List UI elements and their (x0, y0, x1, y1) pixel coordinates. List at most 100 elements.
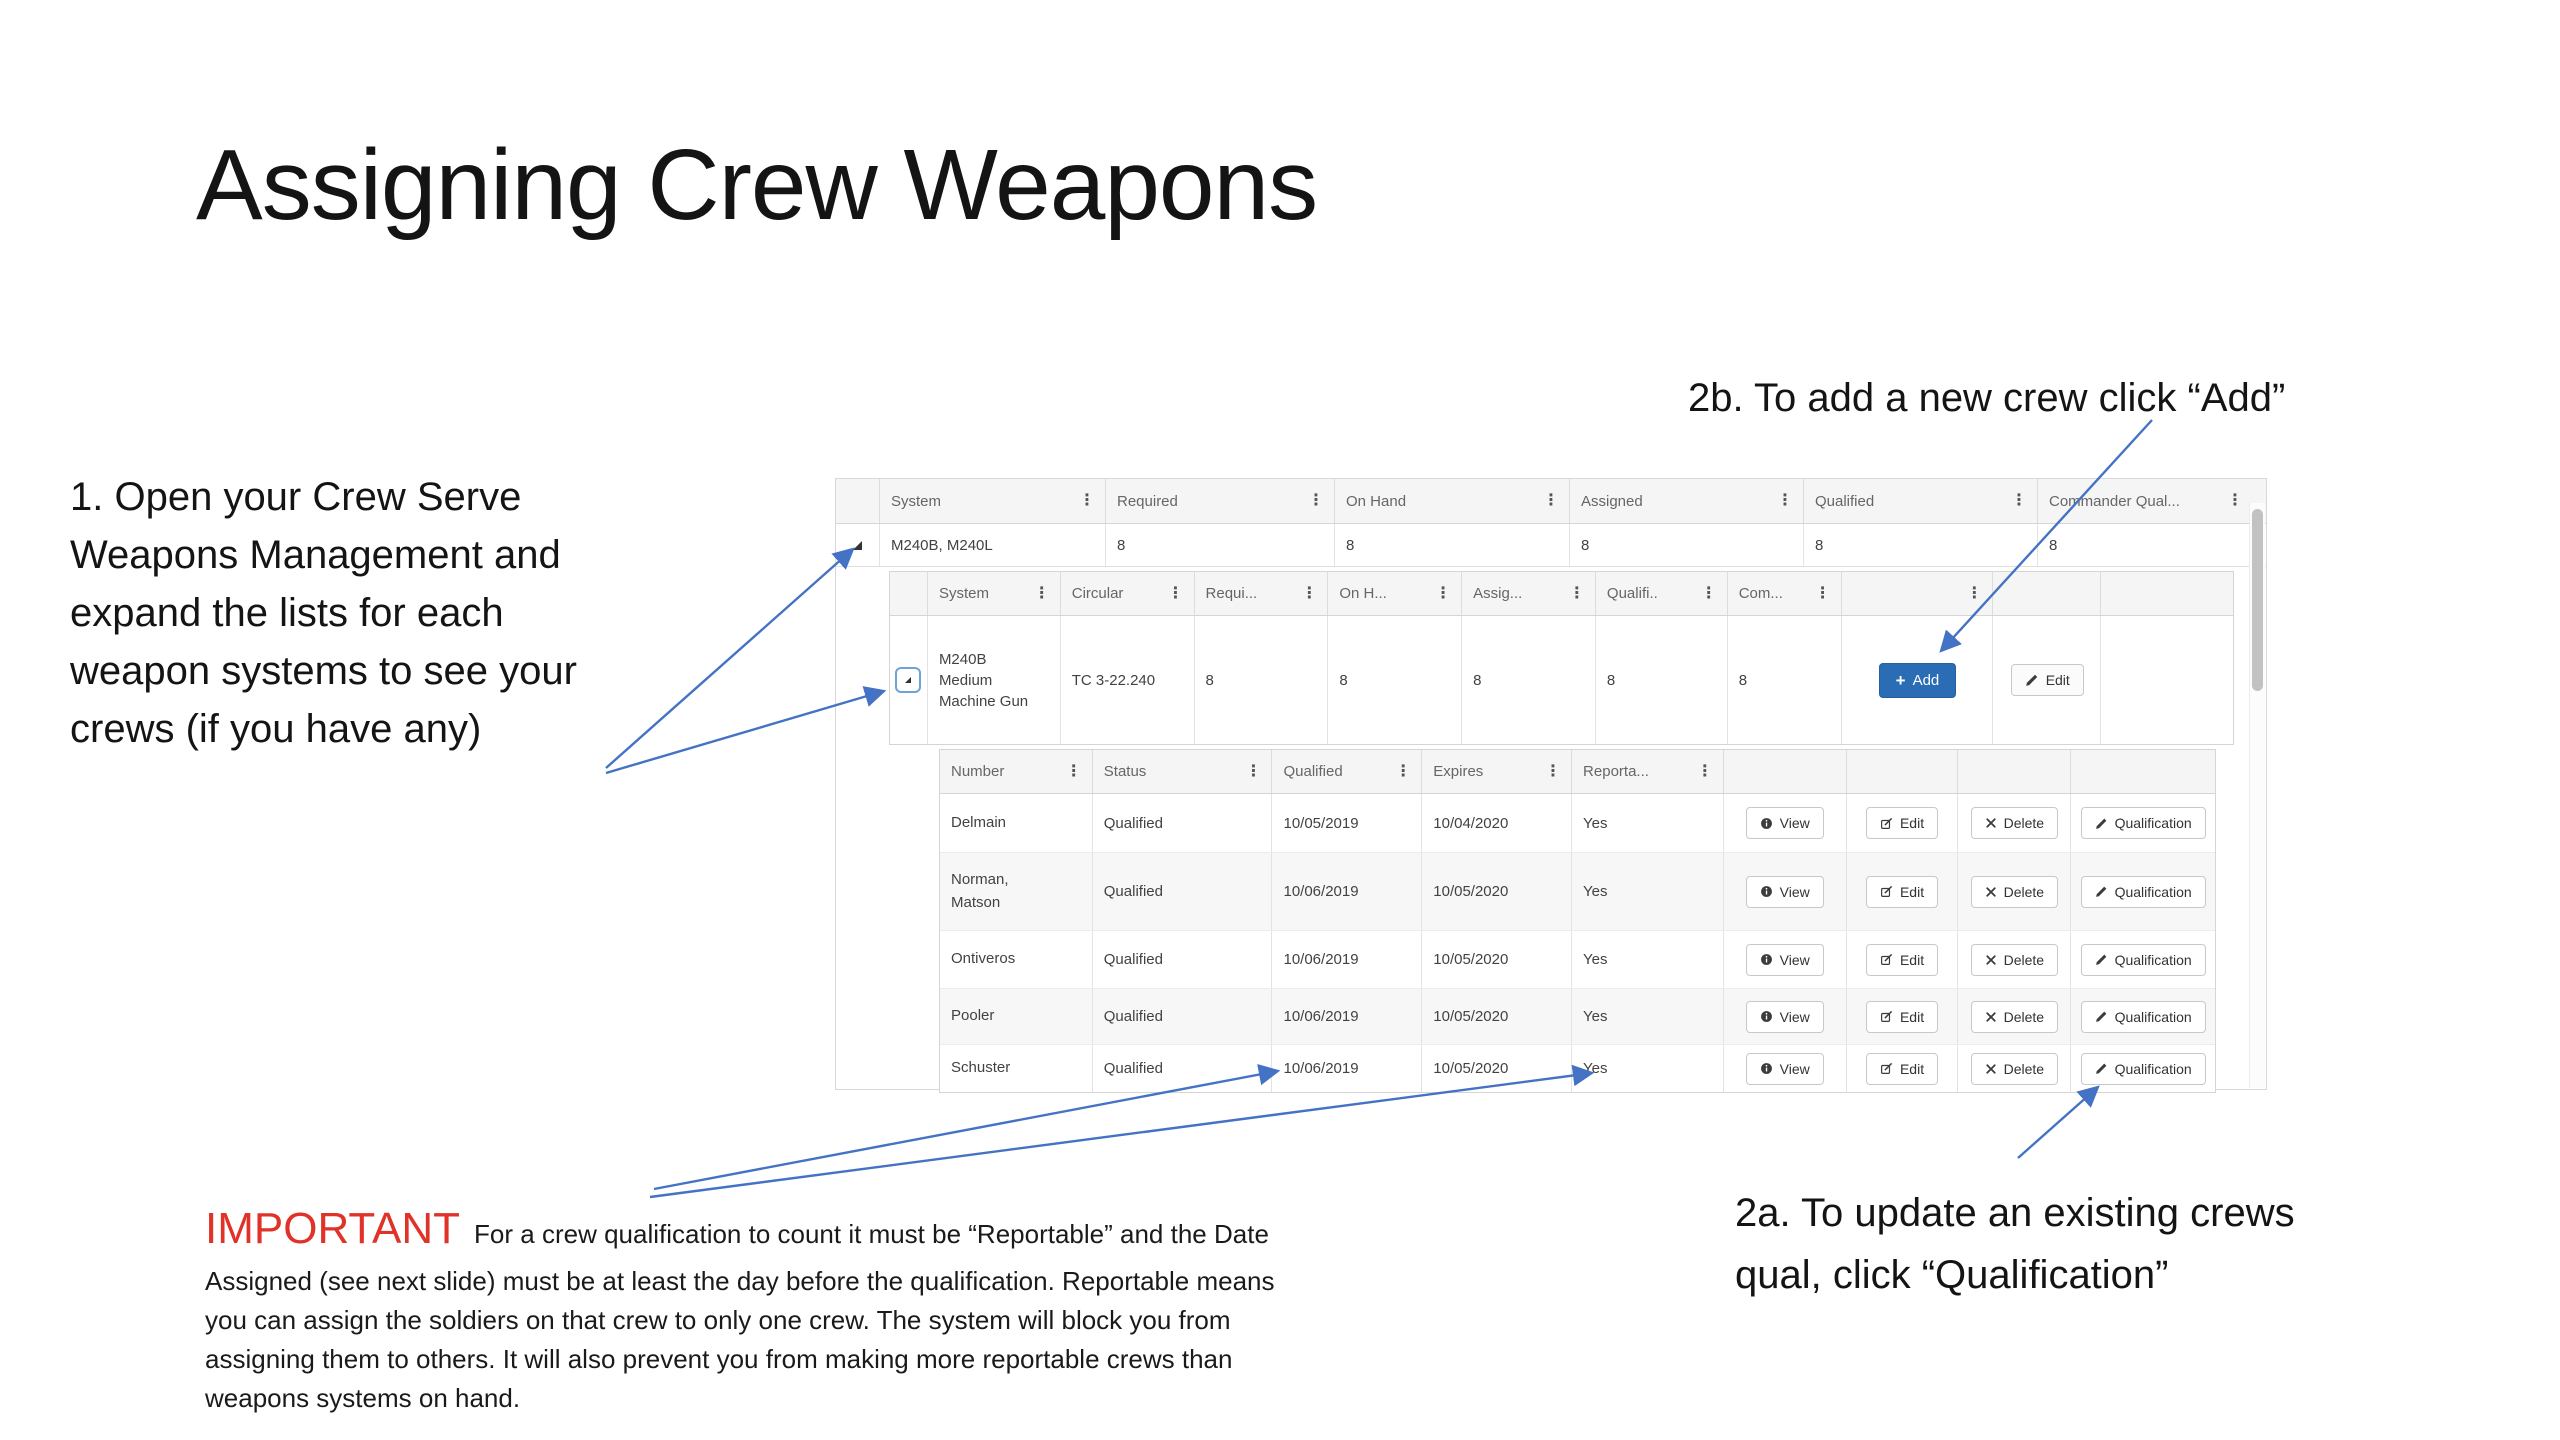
cell-action: View (1722, 989, 1846, 1044)
important-label: IMPORTANT (205, 1204, 461, 1253)
column-menu-icon[interactable]: ⋮ (1814, 584, 1831, 602)
column-menu-icon[interactable]: ⋮ (2011, 492, 2027, 509)
grid1-expand-cell (836, 524, 879, 566)
column-menu-icon[interactable]: ⋮ (1696, 762, 1713, 780)
cell-circular: TC 3-22.240 (1059, 616, 1194, 744)
grid2-header-required: Requi...⋮ (1193, 572, 1328, 615)
grid2-row-m240b: M240B Medium Machine Gun TC 3-22.240 8 8… (890, 616, 2233, 744)
pencil-icon (2095, 1011, 2106, 1022)
pencil-icon (2095, 954, 2106, 965)
delete-button[interactable]: Delete (1970, 943, 2059, 976)
info-icon (1760, 1063, 1772, 1074)
edit-button[interactable]: Edit (2010, 664, 2084, 696)
arrow-to-outer-expand (605, 547, 855, 769)
grid3-header-qualified: Qualified⋮ (1271, 750, 1421, 793)
view-button[interactable]: View (1745, 1052, 1824, 1085)
grid1-header-qualified: Qualified⋮ (1803, 479, 2037, 523)
grid3-header: Number⋮ Status⋮ Qualified⋮ Expires⋮ Repo… (940, 750, 2215, 794)
view-button[interactable]: View (1745, 807, 1824, 839)
column-menu-icon[interactable]: ⋮ (1079, 492, 1095, 509)
column-menu-icon[interactable]: ⋮ (1395, 762, 1412, 780)
add-button[interactable]: +Add (1878, 662, 1957, 698)
edit-square-icon (1880, 953, 1893, 965)
delete-button[interactable]: Delete (1970, 1052, 2059, 1085)
cell-empty (2100, 616, 2233, 744)
grid1-header: System⋮ Required⋮ On Hand⋮ Assigned⋮ Qua… (836, 479, 2266, 524)
view-button[interactable]: View (1745, 943, 1824, 976)
vertical-scrollbar[interactable] (2249, 503, 2265, 1088)
column-menu-icon[interactable]: ⋮ (1568, 584, 1585, 602)
column-menu-icon[interactable]: ⋮ (1700, 584, 1717, 602)
important-body: For a crew qualification to count it mus… (205, 1219, 1275, 1413)
grid1-expand-column-header (836, 479, 879, 523)
grid2-header-onhand: On H...⋮ (1327, 572, 1461, 615)
cell-action: Edit (1845, 989, 1958, 1044)
edit-button[interactable]: Edit (1865, 807, 1939, 839)
column-menu-icon[interactable]: ⋮ (1033, 584, 1050, 602)
delete-button[interactable]: Delete (1970, 875, 2059, 908)
delete-button[interactable]: Delete (1970, 807, 2059, 839)
cell-onhand: 8 (1327, 616, 1461, 744)
edit-button[interactable]: Edit (1865, 875, 1939, 908)
collapse-detail-button[interactable] (895, 667, 922, 693)
x-icon (1985, 886, 1996, 897)
cell-action: Delete (1957, 931, 2070, 988)
cell-required: 8 (1193, 616, 1328, 744)
cell-action: Delete (1957, 794, 2070, 852)
cell-qualified: 8 (1594, 616, 1727, 744)
column-menu-icon[interactable]: ⋮ (1301, 584, 1318, 602)
column-menu-icon[interactable]: ⋮ (1245, 762, 1262, 780)
column-menu-icon[interactable]: ⋮ (1065, 762, 1082, 780)
cell-action: View (1722, 794, 1846, 852)
cell-reportable: Yes (1571, 1045, 1723, 1092)
x-icon (1985, 818, 1996, 828)
qualification-button[interactable]: Qualification (2080, 943, 2206, 976)
plus-icon: + (1895, 670, 1906, 690)
cell-status: Qualified (1091, 931, 1272, 988)
view-button[interactable]: View (1745, 1000, 1824, 1033)
delete-button[interactable]: Delete (1970, 1000, 2059, 1033)
cell-action: Delete (1957, 1045, 2070, 1092)
cell-reportable: Yes (1571, 989, 1723, 1044)
edit-square-icon (1880, 1010, 1893, 1022)
cell-action: Edit (1845, 931, 1958, 988)
qualification-button[interactable]: Qualification (2080, 1000, 2206, 1033)
cell-number: Delmain (951, 813, 1007, 831)
qualification-button[interactable]: Qualification (2080, 875, 2206, 908)
cell-assigned: 8 (1461, 616, 1595, 744)
grid3-header-empty (2070, 750, 2215, 793)
cell-expires-date: 10/05/2020 (1421, 931, 1571, 988)
qualification-button[interactable]: Qualification (2080, 1052, 2206, 1085)
grid2-header-commander: Com...⋮ (1726, 572, 1841, 615)
column-menu-icon[interactable]: ⋮ (1543, 492, 1559, 509)
edit-button[interactable]: Edit (1865, 1000, 1939, 1033)
column-menu-icon[interactable]: ⋮ (1966, 584, 1983, 602)
info-icon (1760, 817, 1772, 829)
column-menu-icon[interactable]: ⋮ (1777, 492, 1793, 509)
collapse-triangle-icon[interactable] (853, 540, 862, 550)
cell-number: Norman, Matson (951, 871, 1009, 911)
column-menu-icon[interactable]: ⋮ (2227, 492, 2243, 509)
view-button[interactable]: View (1745, 875, 1824, 908)
qualification-button[interactable]: Qualification (2080, 807, 2206, 839)
cell-number: Ontiveros (951, 950, 1016, 968)
grid3-header-empty (1845, 750, 1958, 793)
column-menu-icon[interactable]: ⋮ (1308, 492, 1324, 509)
cell-action: Qualification (2070, 1045, 2215, 1092)
cell-qualified-date: 10/05/2019 (1271, 794, 1421, 852)
edit-button[interactable]: Edit (1865, 1052, 1939, 1085)
grid3-crews: Number⋮ Status⋮ Qualified⋮ Expires⋮ Repo… (939, 749, 2216, 1093)
scrollbar-thumb[interactable] (2252, 509, 2263, 691)
cell-action: Qualification (2070, 931, 2215, 988)
grid3-header-empty (1722, 750, 1846, 793)
cell-action: Qualification (2070, 989, 2215, 1044)
cell-action: View (1722, 853, 1846, 930)
grid2-header: System⋮ Circular⋮ Requi...⋮ On H...⋮ Ass… (890, 572, 2233, 616)
column-menu-icon[interactable]: ⋮ (1435, 584, 1452, 602)
cell-required: 8 (1105, 524, 1334, 566)
edit-button[interactable]: Edit (1865, 943, 1939, 976)
grid3-header-empty (1957, 750, 2070, 793)
column-menu-icon[interactable]: ⋮ (1545, 762, 1562, 780)
column-menu-icon[interactable]: ⋮ (1167, 584, 1184, 602)
